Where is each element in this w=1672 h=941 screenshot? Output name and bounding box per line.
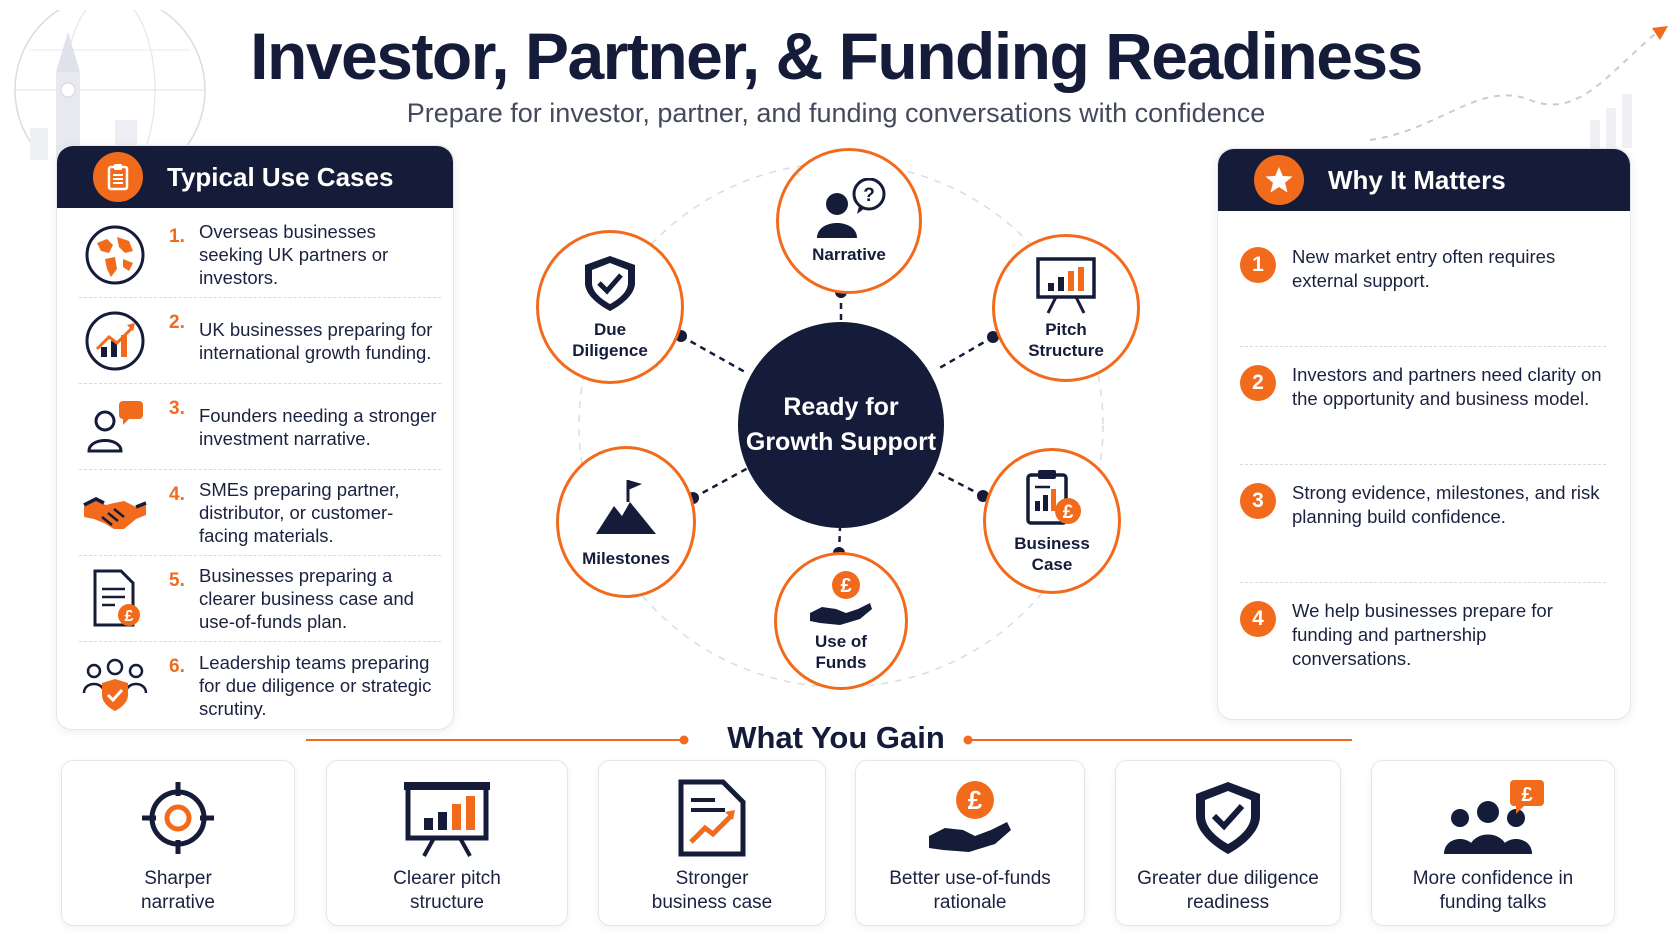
presentation-chart-icon bbox=[402, 769, 492, 867]
shield-check-icon bbox=[585, 256, 635, 311]
node-business-case: £ Business Case bbox=[983, 448, 1121, 594]
node-due-diligence: Due Diligence bbox=[536, 230, 684, 384]
clipboard-icon bbox=[93, 152, 143, 202]
node-narrative: ? Narrative bbox=[776, 148, 922, 294]
node-pitch-structure: Pitch Structure bbox=[992, 234, 1140, 382]
star-icon bbox=[1254, 155, 1304, 205]
svg-text:£: £ bbox=[1521, 784, 1532, 806]
svg-text:£: £ bbox=[1063, 502, 1074, 523]
list-item: 3. Founders needing a stronger investmen… bbox=[79, 384, 441, 470]
person-question-icon: ? bbox=[817, 177, 886, 238]
list-item: 3 Strong evidence, milestones, and risk … bbox=[1240, 465, 1606, 583]
mountain-flag-icon bbox=[596, 479, 656, 534]
gain-card: Sharper narrative bbox=[61, 760, 295, 926]
number-badge: 2 bbox=[1240, 365, 1276, 401]
team-pound-icon: £ bbox=[1438, 769, 1548, 867]
gain-card: Stronger business case bbox=[598, 760, 826, 926]
hub-label: Ready for Growth Support bbox=[745, 393, 937, 456]
person-speech-icon bbox=[79, 391, 151, 463]
svg-text:£: £ bbox=[125, 608, 134, 625]
hand-pound-icon: £ bbox=[925, 769, 1015, 867]
list-item: 1. Overseas businesses seeking UK partne… bbox=[79, 212, 441, 298]
list-item: 2 Investors and partners need clarity on… bbox=[1240, 347, 1606, 465]
number-badge: 1 bbox=[1240, 247, 1276, 283]
document-pound-icon: £ bbox=[79, 563, 151, 635]
svg-text:?: ? bbox=[863, 185, 875, 206]
number-badge: 3 bbox=[1240, 483, 1276, 519]
shield-check-icon bbox=[1192, 769, 1264, 867]
page-subtitle: Prepare for investor, partner, and fundi… bbox=[406, 98, 1266, 128]
why-it-matters-header: Why It Matters bbox=[1218, 149, 1630, 211]
growth-chart-icon bbox=[79, 305, 151, 377]
node-milestones: Milestones bbox=[556, 446, 696, 598]
list-item: 6. Leadership teams preparing for due di… bbox=[79, 642, 441, 728]
gain-card: £ More confidence in funding talks bbox=[1371, 760, 1615, 926]
list-item: 2. UK businesses preparing for internati… bbox=[79, 298, 441, 384]
gain-card: Greater due diligence readiness bbox=[1115, 760, 1341, 926]
gain-title: What You Gain bbox=[727, 720, 945, 755]
list-item: 1 New market entry often requires extern… bbox=[1240, 229, 1606, 347]
clipboard-pound-icon: £ bbox=[1026, 470, 1081, 525]
why-it-matters-title: Why It Matters bbox=[1328, 164, 1506, 195]
list-item: £ 5. Businesses preparing a clearer busi… bbox=[79, 556, 441, 642]
handshake-icon bbox=[79, 477, 151, 549]
node-use-of-funds: £ Use of Funds bbox=[774, 552, 908, 690]
hand-pound-icon: £ bbox=[810, 571, 872, 625]
svg-text:£: £ bbox=[840, 575, 851, 597]
page-title: Investor, Partner, & Funding Readiness bbox=[250, 19, 1423, 93]
use-cases-panel: Typical Use Cases 1. Overseas businesses… bbox=[56, 145, 454, 730]
use-cases-header: Typical Use Cases bbox=[57, 146, 453, 208]
globe-icon bbox=[79, 219, 151, 291]
target-icon bbox=[138, 769, 218, 867]
team-shield-icon bbox=[79, 649, 151, 721]
gain-card: £ Better use-of-funds rationale bbox=[855, 760, 1085, 926]
number-badge: 4 bbox=[1240, 601, 1276, 637]
gain-divider bbox=[306, 735, 1352, 745]
use-cases-title: Typical Use Cases bbox=[167, 161, 394, 192]
document-growth-icon bbox=[675, 769, 749, 867]
list-item: 4 We help businesses prepare for funding… bbox=[1240, 583, 1606, 701]
trend-arrow-decoration bbox=[1369, 26, 1668, 148]
gain-card: Clearer pitch structure bbox=[326, 760, 568, 926]
svg-text:£: £ bbox=[968, 785, 983, 815]
why-it-matters-panel: Why It Matters 1 New market entry often … bbox=[1217, 148, 1631, 720]
presentation-chart-icon bbox=[1036, 257, 1096, 314]
hub-ready-for-growth: Ready for Growth Support bbox=[738, 322, 944, 528]
list-item: 4. SMEs preparing partner, distributor, … bbox=[79, 470, 441, 556]
